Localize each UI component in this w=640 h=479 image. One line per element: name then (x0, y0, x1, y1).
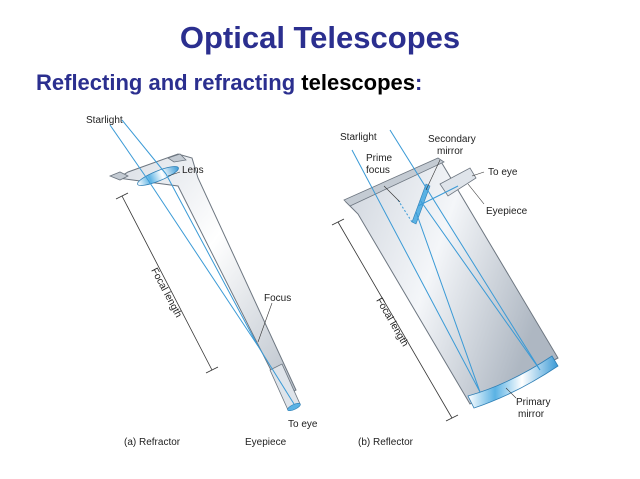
reflector-primary-label-1: Primary (516, 397, 550, 408)
reflector-starlight-label: Starlight (340, 132, 377, 143)
reflector-eyepiece-leader (467, 183, 485, 205)
refractor-ray-3 (147, 179, 259, 347)
reflector-ray-2 (389, 129, 541, 371)
reflector-prime-focus-leader (383, 185, 401, 203)
reflector-secondary-label-2: mirror (437, 146, 464, 157)
reflector-prime-focus-label-2: focus (366, 165, 390, 176)
reflector-focal-line (337, 221, 453, 419)
subtitle-part2: telescopes (301, 70, 416, 95)
refractor-eyepiece-label: Eyepiece (245, 437, 287, 448)
refractor-focus-leader (257, 302, 273, 343)
refractor-ray-1 (109, 124, 149, 181)
reflector-ray-4 (419, 199, 541, 371)
reflector-primary-label-2: mirror (518, 409, 545, 420)
reflector-eyepiece-label: Eyepiece (486, 206, 528, 217)
refractor-focus-label: Focus (264, 293, 291, 304)
reflector-secondary-label-1: Secondary (428, 134, 476, 145)
refractor-focal-length-label: Focal length (148, 266, 183, 319)
reflector-focal-length-label: Focal length (373, 296, 410, 349)
refractor-hood (108, 153, 187, 181)
refractor-eyepiece-tube (269, 363, 301, 411)
reflector-ray-5 (417, 185, 459, 207)
reflector-ray-1 (351, 149, 481, 393)
reflector-tube (345, 159, 559, 405)
refractor-ray-5 (257, 345, 295, 405)
refractor-eyepiece-lens (287, 402, 301, 412)
reflector-rim (343, 157, 445, 207)
subtitle-part1: Reflecting and refracting (36, 70, 302, 95)
refractor-caption: (a) Refractor (124, 437, 181, 448)
refractor-to-eye-label: To eye (288, 419, 318, 430)
reflector-focal-tick-bottom (445, 414, 459, 422)
slide-subtitle: Reflecting and refracting telescopes: (36, 70, 422, 96)
refractor-ray-4 (165, 173, 259, 347)
reflector-prime-focus-label-1: Prime (366, 153, 393, 164)
reflector-caption: (b) Reflector (358, 437, 414, 448)
refractor-focal-tick-bottom (205, 366, 219, 374)
reflector-to-eye-leader (471, 171, 485, 177)
refractor-starlight-label: Starlight (86, 115, 123, 126)
reflector-focal-tick-top (331, 218, 345, 226)
reflector-to-eye-label: To eye (488, 167, 518, 178)
refractor-group: Starlight Lens Focal length Focus To eye… (86, 115, 318, 448)
reflector-secondary-leader (425, 159, 441, 191)
refractor-ray-2 (121, 119, 167, 175)
reflector-primary-mirror (467, 355, 559, 409)
reflector-ray-3 (415, 211, 481, 393)
reflector-primary-leader (505, 387, 517, 399)
refractor-lens-leader (167, 171, 181, 177)
slide-title: Optical Telescopes (179, 20, 461, 55)
subtitle-part3: : (415, 70, 423, 95)
refractor-lens-label: Lens (182, 165, 204, 176)
refractor-focal-line (121, 195, 213, 371)
reflector-group: Starlight Secondary mirror Prime focus T… (331, 129, 559, 448)
reflector-prime-focus-dashed (397, 199, 413, 223)
refractor-lens (137, 166, 179, 186)
refractor-focal-tick-top (115, 192, 129, 200)
